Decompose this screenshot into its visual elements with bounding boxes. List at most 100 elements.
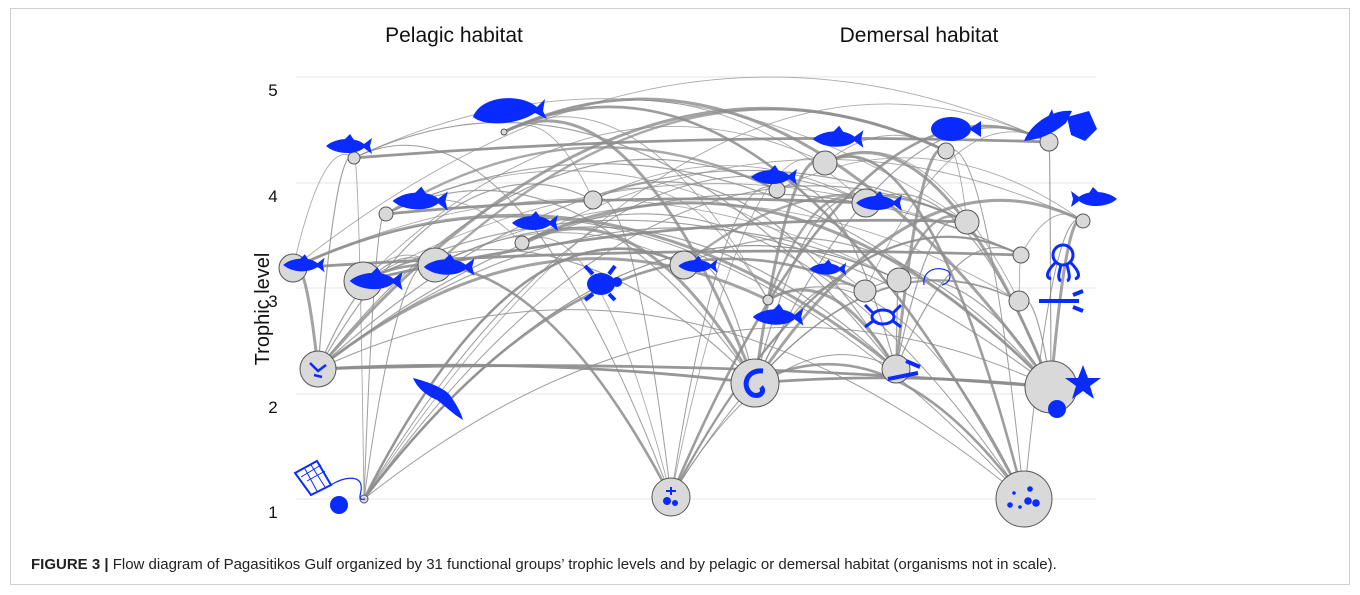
- flow-61: [776, 184, 897, 370]
- turtle-shell: [587, 273, 615, 295]
- swordfish-icon-fin: [530, 211, 540, 217]
- hake-icon: [812, 125, 864, 148]
- bird-icon: [413, 378, 463, 420]
- node-19: [1012, 246, 1030, 264]
- shrimp-icon: [923, 268, 951, 286]
- bird-body: [413, 378, 463, 420]
- pelagic-fish-icon: [349, 267, 403, 291]
- octopus-head: [1051, 243, 1075, 267]
- flow-21: [945, 148, 1025, 500]
- node-22: [1008, 290, 1030, 312]
- net-mesh: [300, 464, 326, 492]
- flow-25: [317, 156, 355, 370]
- node-0: [500, 128, 508, 136]
- node-1: [347, 151, 361, 165]
- flow-2: [362, 247, 685, 500]
- anchovy-icon-fin: [443, 253, 455, 261]
- flow-31: [317, 169, 968, 370]
- whale-body: [473, 98, 547, 124]
- flow-76: [292, 76, 1050, 269]
- tick-label-4: 4: [268, 187, 277, 206]
- tuna-icon-fin: [344, 134, 354, 140]
- flow-72: [353, 98, 968, 223]
- flow-80: [362, 183, 1022, 282]
- hake-icon-body: [812, 130, 864, 148]
- ray-icon: [1067, 111, 1097, 141]
- crab-legs: [863, 303, 903, 329]
- flow-19: [317, 309, 1025, 500]
- flow-23: [767, 286, 1025, 500]
- flow-75: [385, 170, 866, 292]
- scorpionfish-icon-fin: [769, 165, 779, 171]
- detritus-particle-2: [1032, 499, 1040, 507]
- octopus-arms: [1046, 261, 1080, 283]
- horse-mackerel-icon-fin: [693, 255, 703, 261]
- shark-icon: [1024, 109, 1072, 141]
- polychaete-shape: [743, 368, 766, 398]
- phyto-cell-1: [663, 497, 671, 505]
- pelagic-habitat-header: Pelagic habitat: [385, 24, 523, 47]
- sea-bream-icon-body: [856, 195, 902, 211]
- flow-91: [363, 245, 900, 500]
- detritus-particle-3: [1018, 505, 1022, 509]
- red-mullet-icon-fin: [823, 259, 832, 265]
- whale-icon: [473, 98, 547, 124]
- mackerel-icon-body: [392, 191, 448, 211]
- tuna-icon: [326, 134, 372, 154]
- horse-mackerel-icon-body: [678, 259, 718, 273]
- phytoplankton-icon: [663, 487, 678, 506]
- tick-label-3: 3: [268, 292, 277, 311]
- lobster-body: [1039, 289, 1084, 313]
- polychaete-icon: [743, 368, 766, 398]
- flow-65: [767, 288, 898, 370]
- detritus-particle-0: [1012, 491, 1016, 495]
- node-15: [937, 142, 955, 160]
- node-11: [651, 477, 691, 517]
- red-mullet-icon: [809, 259, 847, 276]
- ray-body: [1067, 111, 1097, 141]
- caption-label: FIGURE 3 |: [31, 556, 109, 573]
- node-21: [762, 294, 774, 306]
- flow-48: [362, 219, 1052, 388]
- grouper-body: [931, 117, 971, 141]
- node-18: [1075, 213, 1091, 229]
- detritus-particle-1: [1027, 486, 1033, 492]
- flow-38: [521, 227, 757, 384]
- zooplankton-shape: [309, 362, 327, 379]
- figure-caption: FIGURE 3 | Flow diagram of Pagasitikos G…: [31, 556, 1351, 573]
- turtle-flippers: [583, 264, 617, 302]
- flow-45: [754, 279, 1020, 384]
- lobster-icon: [1039, 289, 1084, 313]
- turtle-icon: [583, 264, 622, 302]
- benthic-shape: [887, 359, 921, 381]
- scorpionfish-icon-body: [751, 169, 797, 185]
- phyto-diatom: [666, 487, 676, 495]
- flatfish-icon-fin: [1089, 187, 1099, 193]
- red-mullet-icon-body: [809, 262, 847, 276]
- flow-69: [503, 116, 769, 301]
- flow-44: [754, 283, 866, 384]
- detritus-particle-5: [1024, 497, 1032, 505]
- pelagic-fish-icon-body: [349, 271, 403, 291]
- crab-icon: [863, 303, 903, 329]
- node-13: [768, 181, 786, 199]
- node-17: [954, 209, 980, 235]
- starfish-icon: [1065, 365, 1101, 399]
- flow-99: [864, 131, 1050, 292]
- flow-24: [754, 362, 1026, 500]
- flow-57: [353, 121, 897, 370]
- net-line: [330, 477, 366, 500]
- flow-96: [776, 157, 1084, 222]
- flow-70: [292, 154, 355, 269]
- flow-95: [824, 151, 1020, 302]
- flow-101: [1020, 213, 1084, 256]
- flow-35: [503, 119, 757, 384]
- starfish-shape: [1065, 365, 1101, 399]
- swordfish-icon: [512, 211, 558, 231]
- node-24: [730, 358, 780, 408]
- mackerel-icon: [392, 186, 448, 211]
- pelagic-fish-icon-fin: [370, 267, 382, 275]
- flow-0: [363, 212, 387, 500]
